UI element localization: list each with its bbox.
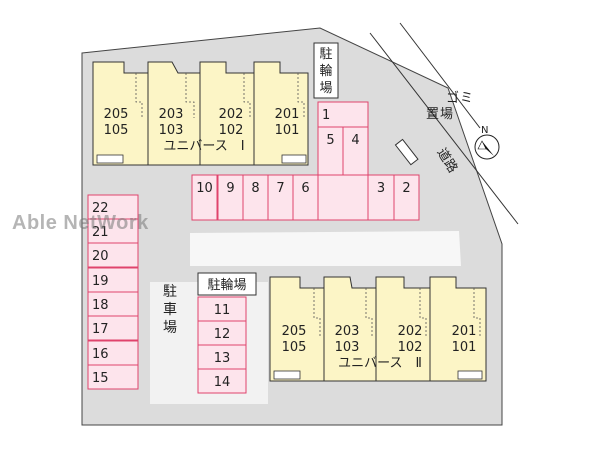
parking-space-number: 20 [92, 249, 109, 264]
parking-space-number: 6 [301, 181, 309, 196]
compass-north-icon [482, 141, 494, 156]
unit-upper: 201 [452, 324, 477, 339]
unit-upper: 201 [275, 107, 300, 122]
parking-space [292, 174, 319, 221]
unit-upper: 205 [104, 107, 129, 122]
parking-space [267, 174, 294, 221]
parking-space [317, 126, 344, 176]
parking-space [87, 315, 139, 341]
parking-space [87, 364, 139, 390]
parking-space-number: 1 [322, 108, 330, 123]
bike-parking-south-label: 駐輪場 [207, 277, 246, 293]
svg-text:場: 場 [440, 107, 453, 122]
building-north: 205 105 203 103 202 102 201 101 ユニバース Ⅰ [92, 61, 309, 166]
compass: N [474, 125, 500, 160]
svg-text:場: 場 [163, 320, 177, 336]
unit-upper: 202 [398, 324, 423, 339]
parking-space [317, 101, 369, 128]
parking-space-number: 5 [326, 133, 334, 148]
parking-space [197, 368, 247, 394]
unit-lower: 101 [275, 123, 300, 138]
unit-lower: 105 [104, 123, 129, 138]
road [369, 22, 519, 225]
parking-space [197, 344, 247, 370]
unit-upper: 205 [282, 324, 307, 339]
parking-space-number: 15 [92, 371, 109, 386]
parking-space-number: 18 [92, 298, 109, 313]
parking-space-number: 3 [377, 181, 385, 196]
parking-space [191, 174, 218, 221]
bike-parking-north-label: 駐 輪 場 [319, 47, 332, 96]
building-south-name: ユニバース Ⅱ [338, 356, 422, 371]
svg-text:場: 場 [319, 81, 332, 96]
svg-text:車: 車 [163, 301, 177, 318]
bike-parking-north [313, 42, 339, 99]
parking-space-number: 16 [92, 347, 109, 362]
svg-text:N: N [481, 125, 488, 136]
parking-space [87, 340, 139, 366]
parking-space [87, 267, 139, 293]
svg-text:輪: 輪 [319, 63, 332, 79]
unit-upper: 203 [335, 324, 360, 339]
parking-space-number: 12 [214, 327, 231, 342]
svg-text:ゴ: ゴ [446, 90, 459, 106]
building-north-name: ユニバース Ⅰ [163, 139, 244, 154]
watermark: Able NetWork [12, 212, 149, 234]
parking-space-number: 2 [402, 181, 410, 196]
parking-space-number: 4 [351, 133, 359, 148]
parking-label: 駐 車 場 [163, 284, 177, 336]
driveway [190, 231, 461, 266]
building-south: 205 105 203 103 202 102 201 101 ユニバース Ⅱ [269, 276, 487, 382]
unit-lower: 105 [282, 340, 307, 355]
parking-space-number: 10 [196, 181, 213, 196]
svg-text:置: 置 [426, 107, 439, 122]
parking-space-number: 13 [214, 351, 231, 366]
parking-space [393, 174, 420, 221]
parking-space [87, 291, 139, 317]
svg-text:駐: 駐 [319, 47, 332, 62]
parking-space [242, 174, 269, 221]
unit-lower: 103 [159, 123, 184, 138]
parking-space-number: 9 [226, 181, 234, 196]
parking-space-number: 17 [92, 322, 109, 337]
svg-text:駐: 駐 [163, 284, 177, 300]
parking-space [317, 174, 369, 221]
svg-text:ミ: ミ [460, 91, 473, 106]
unit-upper: 203 [159, 107, 184, 122]
parking-space-number: 11 [214, 303, 231, 318]
unit-upper: 202 [219, 107, 244, 122]
parking-space-number: 19 [92, 274, 109, 289]
parking-space-number: 22 [92, 201, 109, 216]
parking-space-number: 8 [251, 181, 259, 196]
unit-lower: 102 [398, 340, 423, 355]
parking-space-number: 7 [276, 181, 284, 196]
garbage-label: ゴ ミ 置 場 [426, 90, 473, 122]
parking-space [87, 242, 139, 268]
garbage-area [394, 138, 419, 166]
parking-space-number: 14 [214, 375, 231, 390]
parking-space [197, 320, 247, 346]
unit-lower: 101 [452, 340, 477, 355]
parking-space-number: 21 [92, 225, 109, 240]
unit-lower: 102 [219, 123, 244, 138]
parking-space [197, 296, 247, 322]
unit-lower: 103 [335, 340, 360, 355]
bike-parking-south [197, 272, 257, 296]
